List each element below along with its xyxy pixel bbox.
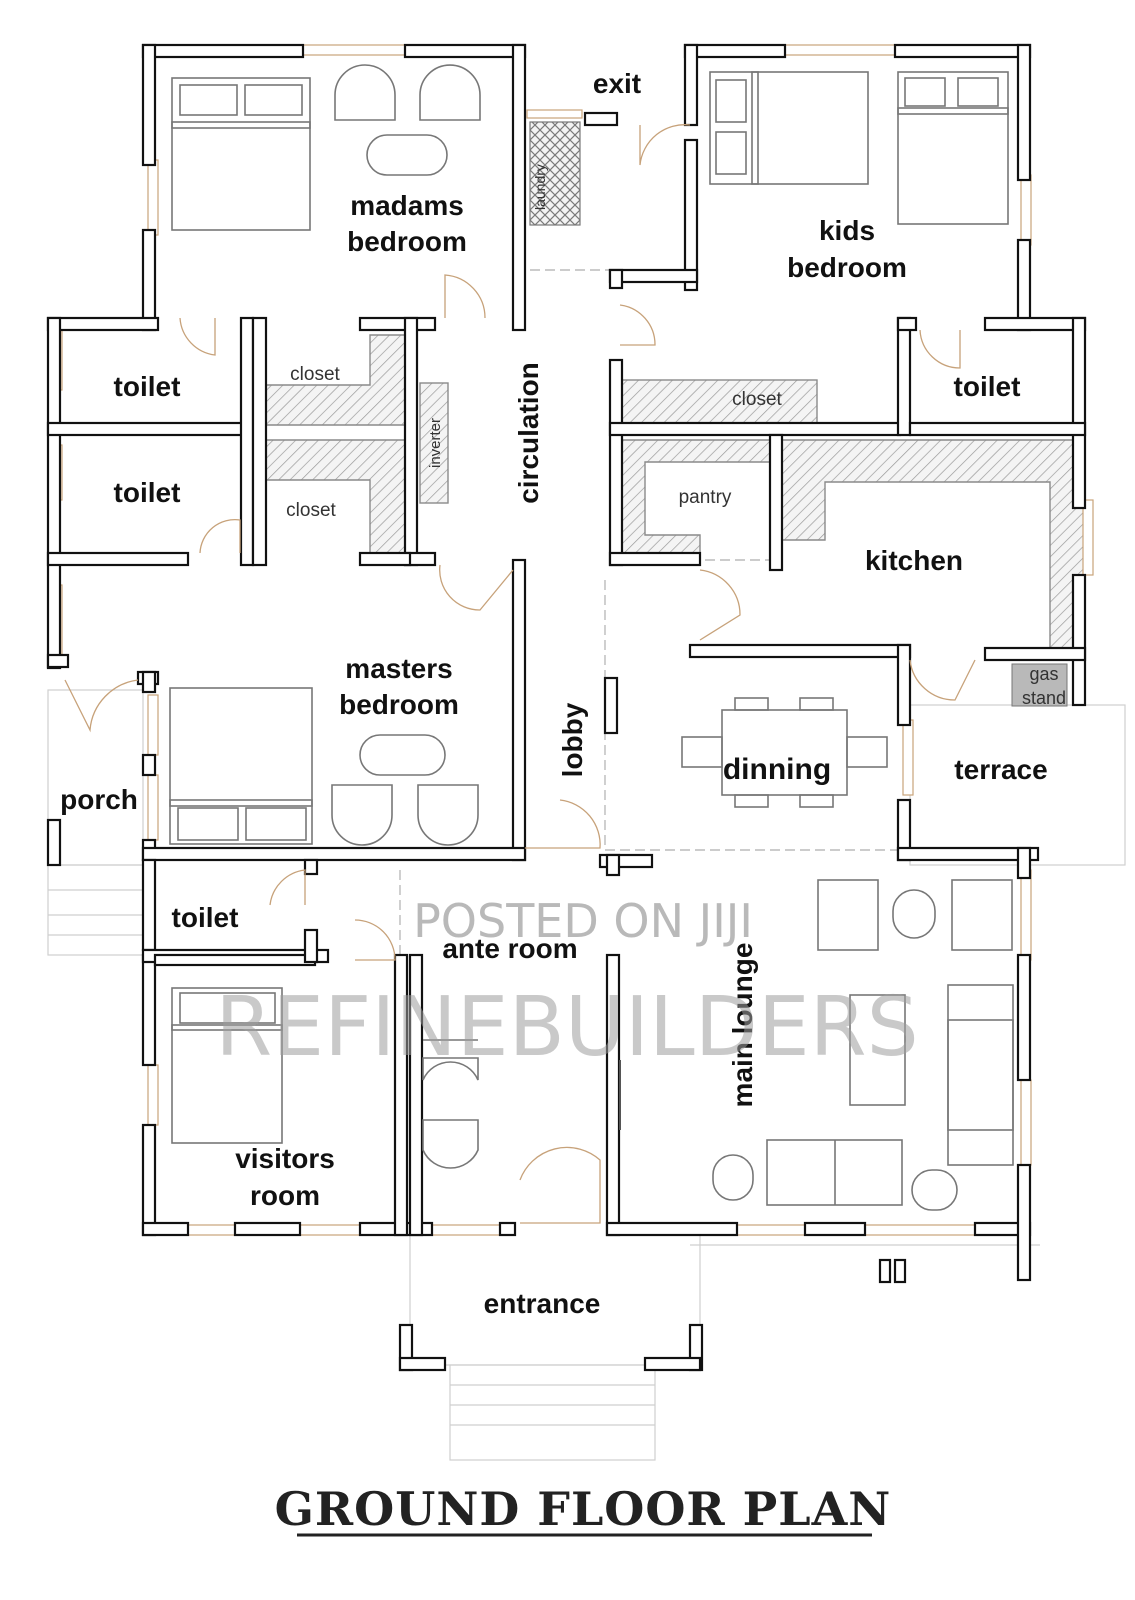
- dinning-label: dinning: [723, 753, 831, 786]
- porch-label: porch: [60, 784, 138, 815]
- madams-bedroom-label: madams: [350, 190, 464, 221]
- entrance-label: entrance: [484, 1288, 601, 1319]
- plan-title-group: GROUND FLOOR PLAN: [275, 1482, 892, 1537]
- room-labels: madams bedroom exit laundry kids bedroom…: [60, 68, 1066, 1319]
- toilet-left-mid-label: toilet: [114, 477, 181, 508]
- watermark-brand: REFINEBUILDERS: [215, 980, 918, 1075]
- closet-upper-label: closet: [290, 364, 340, 385]
- watermark-posted: POSTED ON JIJI: [413, 894, 753, 948]
- kids-bedroom-label: kids: [819, 215, 875, 246]
- gas-stand-label: gas: [1029, 664, 1058, 684]
- pantry-label: pantry: [679, 487, 732, 508]
- toilet-lower-label: toilet: [172, 902, 239, 933]
- gas-stand-area: [1011, 663, 1068, 707]
- exit-label: exit: [593, 68, 641, 99]
- lobby-label: lobby: [557, 702, 588, 777]
- madams-bedroom-label-2: bedroom: [347, 226, 467, 257]
- laundry-area: [529, 121, 581, 226]
- kitchen-label: kitchen: [865, 545, 963, 576]
- plan-title: GROUND FLOOR PLAN: [275, 1482, 892, 1536]
- masters-bedroom-label-2: bedroom: [339, 689, 459, 720]
- closet-right-label: closet: [732, 389, 782, 410]
- hatched-areas: [265, 121, 1086, 707]
- masters-bedroom-label: masters: [345, 653, 452, 684]
- furniture: [169, 64, 1014, 1211]
- terrace-label: terrace: [954, 754, 1047, 785]
- ante-room-label: ante room: [442, 933, 577, 964]
- laundry-label: laundry: [532, 164, 548, 210]
- circulation-label: circulation: [513, 362, 544, 504]
- door-swings: [64, 124, 976, 1224]
- toilet-left-top-label: toilet: [114, 371, 181, 402]
- main-lounge-label: main lounge: [727, 943, 758, 1108]
- watermark: POSTED ON JIJI REFINEBUILDERS: [215, 894, 918, 1075]
- kids-bedroom-label-2: bedroom: [787, 252, 907, 283]
- visitors-room-label-2: room: [250, 1180, 320, 1211]
- gas-stand-label-2: stand: [1022, 688, 1066, 708]
- visitors-room-label: visitors: [235, 1143, 335, 1174]
- inverter-label: inverter: [427, 418, 444, 468]
- walls: [46, 43, 1087, 1372]
- closet-lower-label: closet: [286, 500, 336, 521]
- toilet-right-label: toilet: [954, 371, 1021, 402]
